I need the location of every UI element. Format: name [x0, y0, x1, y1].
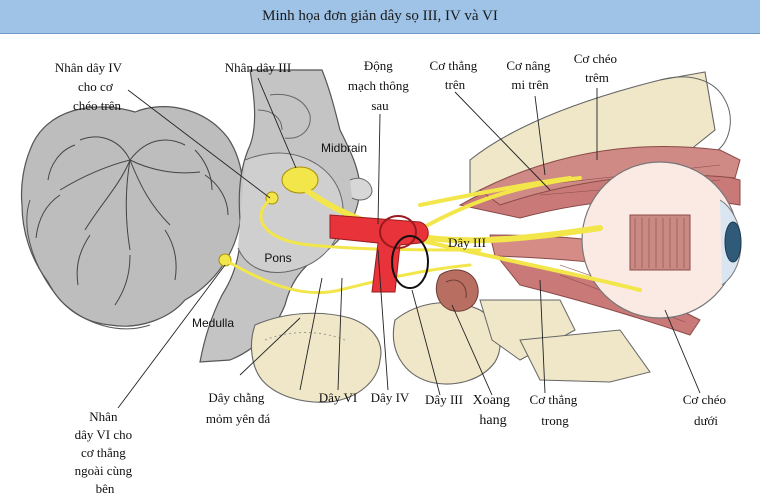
label-nhan-day-iii: Nhân dây III: [225, 60, 291, 75]
label-co-nang-mi-tren: Cơ nâng mi trên: [506, 58, 553, 92]
label-dong-mach-thong-sau: Động mạch thông sau: [348, 58, 412, 113]
label-day-iv: Dây IV: [371, 390, 410, 405]
eyeball: [581, 161, 742, 319]
label-xoang-hang: Xoang hang: [473, 393, 514, 428]
label-co-thang-trong: Cơ thẳng trong: [530, 392, 581, 428]
label-day-iii: Dây III: [425, 392, 463, 407]
title-bar: Minh họa đơn giản dây sọ III, IV và VI: [0, 0, 760, 34]
label-nhan-day-iv: Nhân dây IV cho cơ chéo trên: [55, 60, 125, 113]
diagram-title: Minh họa đơn giản dây sọ III, IV và VI: [262, 8, 498, 24]
label-day-vi: Dây VI: [319, 390, 357, 405]
cerebellum: [20, 106, 244, 330]
label-midbrain: Midbrain: [321, 141, 367, 155]
labels: Nhân dây IV cho cơ chéo trên Nhân dây II…: [55, 51, 730, 496]
label-co-thang-tren: Cơ thẳng trên: [430, 58, 481, 92]
nuclei: [218, 166, 319, 267]
label-co-cheo-trem: Cơ chéo trêm: [574, 51, 621, 85]
cavernous-sinus: [435, 269, 479, 312]
label-day-iii-inner: Dây III: [448, 235, 486, 250]
skull-base: [250, 71, 731, 403]
label-co-cheo-duoi: Cơ chéo dưới: [683, 392, 730, 428]
label-medulla: Medulla: [192, 316, 234, 330]
label-pons: Pons: [264, 251, 291, 265]
posterior-communicating-artery: [329, 214, 429, 293]
label-day-chang-mom-yen-da: Dây chằng mỏm yên đá: [206, 390, 270, 426]
label-nhan-day-vi: Nhân dây VI cho cơ thẳng ngoài cùng bên: [75, 409, 136, 496]
leader-lines: [117, 77, 701, 409]
